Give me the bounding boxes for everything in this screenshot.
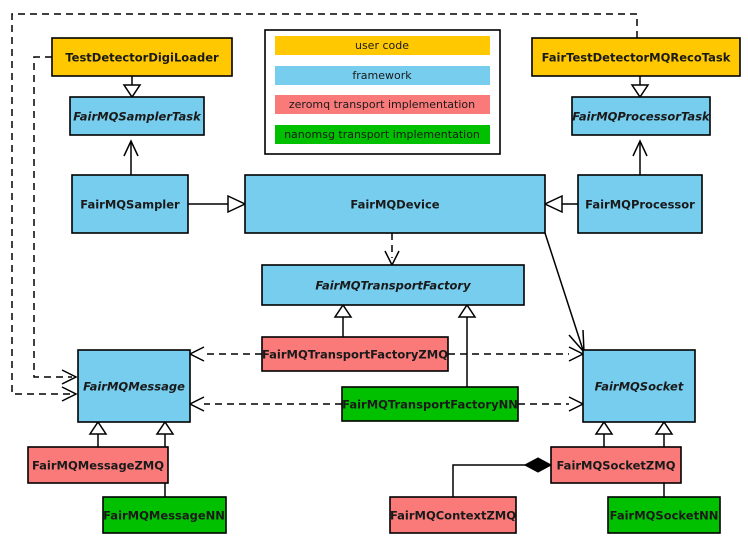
node-FairMQSampler[interactable]: FairMQSampler [71, 174, 189, 234]
node-FairTestDetectorMQRecoTask[interactable]: FairTestDetectorMQRecoTask [531, 37, 741, 77]
node-FairMQContextZMQ[interactable]: FairMQContextZMQ [389, 496, 517, 534]
node-label: FairMQSocket [595, 380, 684, 394]
node-label: FairMQMessageNN [103, 509, 225, 523]
node-label: FairMQDevice [350, 198, 439, 212]
edge-factoryzmq-to-socket [448, 346, 585, 362]
node-label: FairMQContextZMQ [390, 509, 516, 523]
node-box[interactable] [244, 174, 546, 234]
node-FairMQSocketZMQ[interactable]: FairMQSocketZMQ [550, 446, 682, 484]
node-box[interactable] [261, 336, 449, 372]
node-label: FairMQSocketNN [610, 509, 719, 523]
node-label: FairMQTransportFactory [315, 279, 471, 293]
edge-factorynn-to-factory [457, 303, 477, 387]
node-TestDetectorDigiLoader[interactable]: TestDetectorDigiLoader [51, 37, 233, 77]
legend-item-zeromq: zeromq transport implementation [275, 95, 490, 114]
node-box[interactable] [607, 496, 721, 534]
node-label: FairMQMessage [83, 380, 185, 394]
node-FairMQTransportFactoryNN[interactable]: FairMQTransportFactoryNN [341, 386, 519, 422]
node-FairMQSamplerTask[interactable]: FairMQSamplerTask [69, 96, 205, 136]
node-box[interactable] [571, 96, 711, 136]
node-label: FairMQTransportFactoryNN [342, 398, 518, 412]
node-box[interactable] [27, 446, 169, 484]
node-box[interactable] [69, 96, 205, 136]
node-FairMQDevice[interactable]: FairMQDevice [244, 174, 546, 234]
edge-recotask-to-processortask [630, 76, 650, 99]
node-FairMQTransportFactory[interactable]: FairMQTransportFactory [261, 264, 525, 306]
node-label: FairMQSampler [80, 198, 180, 212]
color-legend: user code framework zeromq transport imp… [264, 29, 501, 155]
edge-processor-to-processortask [632, 139, 648, 175]
edge-sampler-to-device [188, 194, 247, 214]
node-label: FairMQMessageZMQ [32, 459, 164, 473]
node-box[interactable] [577, 174, 703, 234]
node-box[interactable] [261, 264, 525, 306]
edge-layer [11, 13, 674, 497]
edge-messagezmq-to-message [88, 420, 108, 447]
legend-label-framework: framework [352, 69, 412, 82]
legend-swatch-framework [275, 66, 490, 85]
node-label: FairMQSocketZMQ [557, 459, 676, 473]
node-label: FairMQTransportFactoryZMQ [262, 348, 448, 362]
node-box[interactable] [550, 446, 682, 484]
node-box[interactable] [531, 37, 741, 77]
node-FairMQProcessor[interactable]: FairMQProcessor [577, 174, 703, 234]
node-label: FairMQProcessorTask [572, 110, 711, 124]
legend-item-nanomsg: nanomsg transport implementation [275, 125, 490, 144]
legend-label-zeromq: zeromq transport implementation [289, 98, 475, 111]
node-FairMQSocket[interactable]: FairMQSocket [582, 349, 696, 423]
edge-device-to-socket [544, 232, 585, 355]
node-box[interactable] [582, 349, 696, 423]
edge-recotask-to-message [11, 13, 638, 402]
legend-item-user-code: user code [275, 36, 490, 55]
edge-factoryzmq-to-message [188, 346, 262, 362]
node-FairMQMessageNN[interactable]: FairMQMessageNN [102, 496, 227, 534]
edge-factorynn-to-message [188, 396, 342, 412]
edge-device-to-factory [384, 233, 400, 267]
legend-item-framework: framework [275, 66, 490, 85]
node-box[interactable] [102, 496, 227, 534]
node-FairMQProcessorTask[interactable]: FairMQProcessorTask [571, 96, 711, 136]
edge-factorynn-to-socket [518, 396, 585, 412]
node-label: FairTestDetectorMQRecoTask [542, 51, 731, 65]
legend-swatch-nanomsg [275, 125, 490, 144]
node-FairMQMessage[interactable]: FairMQMessage [77, 349, 191, 423]
node-FairMQMessageZMQ[interactable]: FairMQMessageZMQ [27, 446, 169, 484]
node-FairMQSocketNN[interactable]: FairMQSocketNN [607, 496, 721, 534]
node-box[interactable] [51, 37, 233, 77]
node-box[interactable] [71, 174, 189, 234]
node-label: FairMQSamplerTask [73, 110, 202, 124]
node-label: TestDetectorDigiLoader [65, 51, 219, 65]
legend-swatch-zeromq [275, 95, 490, 114]
edge-socketzmq-to-contextzmq [452, 457, 553, 497]
node-layer: TestDetectorDigiLoader FairTestDetectorM… [27, 37, 741, 534]
edge-sampler-to-samplertask [123, 139, 139, 175]
legend-label-user-code: user code [355, 39, 409, 52]
edge-factoryzmq-to-factory [333, 303, 353, 337]
edge-digiloader-to-message [33, 56, 78, 385]
node-FairMQTransportFactoryZMQ[interactable]: FairMQTransportFactoryZMQ [261, 336, 449, 372]
edge-socketzmq-to-socket [594, 420, 614, 447]
node-box[interactable] [341, 386, 519, 422]
edge-processor-to-device [543, 194, 578, 214]
node-label: FairMQProcessor [585, 198, 695, 212]
legend-swatch-user-code [275, 36, 490, 55]
node-box[interactable] [389, 496, 517, 534]
node-box[interactable] [77, 349, 191, 423]
legend-label-nanomsg: nanomsg transport implementation [284, 128, 480, 141]
edge-digiloader-to-samplertask [122, 76, 142, 99]
